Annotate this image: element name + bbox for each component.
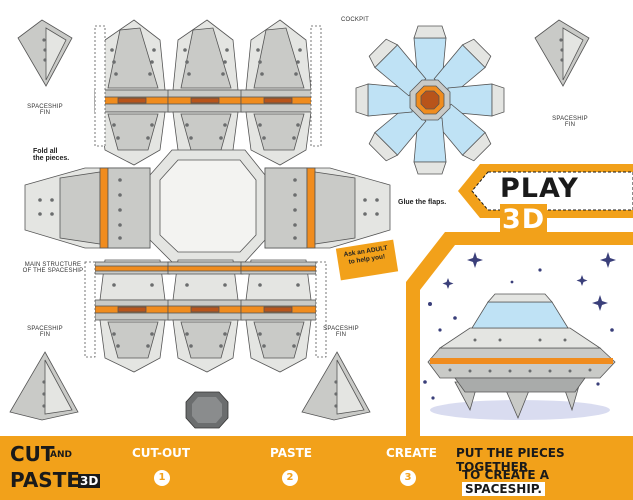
play-word: PLAY xyxy=(500,173,579,204)
tagline-spaceship: SPACESHIP. xyxy=(462,482,545,496)
cockpit-piece xyxy=(355,25,505,175)
play-3d-title: PLAY 3D xyxy=(500,173,633,235)
bottom-panel-3 xyxy=(240,259,317,373)
fin-label-bottom-left: SPACESHIP FIN xyxy=(27,326,63,338)
step-1-badge: 1 xyxy=(154,470,170,486)
spaceship-preview xyxy=(427,293,616,420)
fin-top-right xyxy=(534,19,590,87)
stars xyxy=(423,252,616,400)
instruction-bar: CUT AND PASTE 3D CUT-OUT 1 PASTE 2 CREAT… xyxy=(0,436,633,500)
fin-bottom-right xyxy=(301,351,371,421)
footer-3d: 3D xyxy=(78,470,101,489)
top-panel-2 xyxy=(167,19,244,166)
bottom-panel-1 xyxy=(94,259,171,373)
center-body xyxy=(24,149,391,263)
tagline-line-1: PUT THE PIECES TOGETHER xyxy=(456,446,565,474)
tagline-prefix: TO CREATE A xyxy=(462,468,550,482)
main-structure-label: MAIN STRUCTURE OF THE SPACESHIP xyxy=(22,262,84,274)
fin-label-top-left: SPACESHIP FIN xyxy=(27,104,63,116)
footer-and: AND xyxy=(50,450,72,460)
fold-note: Fold all the pieces. xyxy=(33,148,70,162)
fin-label-bottom-right: SPACESHIP FIN xyxy=(323,326,359,338)
tagline-line-2: TO CREATE A SPACESHIP. xyxy=(462,468,633,496)
step-create-label: CREATE xyxy=(386,446,437,460)
cockpit-label: COCKPIT xyxy=(340,17,370,23)
fin-bottom-left xyxy=(9,351,79,421)
step-paste-label: PASTE xyxy=(270,446,313,460)
step-3-badge: 3 xyxy=(400,470,416,486)
play-3d-word: 3D xyxy=(500,204,548,235)
top-panel-3 xyxy=(240,19,317,166)
bottom-panels xyxy=(84,259,327,429)
fins xyxy=(9,19,590,421)
glue-note: Glue the flaps. xyxy=(398,199,447,206)
top-panels xyxy=(94,19,322,166)
step-2-badge: 2 xyxy=(282,470,298,486)
bottom-panel-2 xyxy=(167,259,244,373)
fin-top-left xyxy=(17,19,73,87)
footer-paste: PASTE xyxy=(10,468,81,492)
footer-3d-box: 3D xyxy=(78,474,101,488)
fin-label-top-right: SPACESHIP FIN xyxy=(552,116,588,128)
top-panel-1 xyxy=(94,19,171,166)
step-cut-out-label: CUT-OUT xyxy=(132,446,191,460)
footer-cut: CUT xyxy=(10,442,55,466)
